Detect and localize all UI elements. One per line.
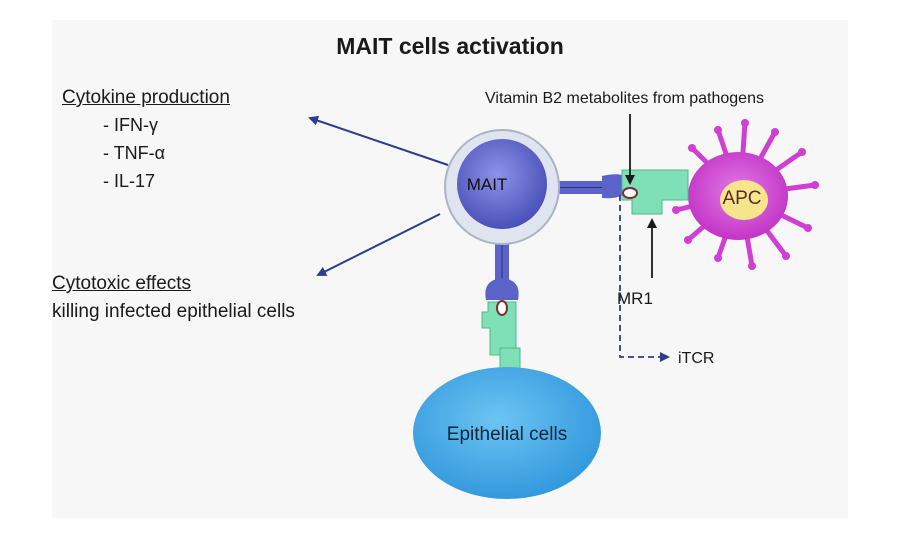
tcr-to-epithelial [485, 242, 519, 300]
itcr-dashed-arrow [619, 195, 670, 362]
epithelial-cell [413, 367, 601, 499]
epithelial-label: Epithelial cells [447, 424, 567, 445]
mr1-molecule-apc [621, 169, 689, 215]
vitamin-b2-antigen-apc [622, 187, 638, 199]
itcr-label: iTCR [678, 350, 714, 367]
apc-cell [672, 119, 819, 270]
mait-cell [444, 129, 560, 245]
cytokine-heading: Cytokine production [62, 87, 230, 108]
arrow-to-cytokine [308, 115, 449, 166]
arrow-to-cytotoxic [316, 213, 441, 276]
cytokine-item-tnf: - TNF-α [103, 143, 166, 163]
diagram-title: MAIT cells activation [336, 33, 564, 59]
vitamin-b2-label: Vitamin B2 metabolites from pathogens [485, 90, 764, 107]
mr1-label: MR1 [617, 289, 653, 308]
apc-label: APC [722, 188, 761, 209]
mait-label: MAIT [467, 175, 508, 194]
cytokine-item-ifn: - IFN-γ [103, 115, 158, 135]
cytotoxic-detail: killing infected epithelial cells [52, 301, 295, 322]
cytokine-item-il17: - IL-17 [103, 171, 156, 191]
vitamin-b2-antigen-epithelial [496, 300, 508, 316]
cytotoxic-heading: Cytotoxic effects [52, 273, 192, 294]
mr1-molecule-epithelial [481, 301, 521, 373]
